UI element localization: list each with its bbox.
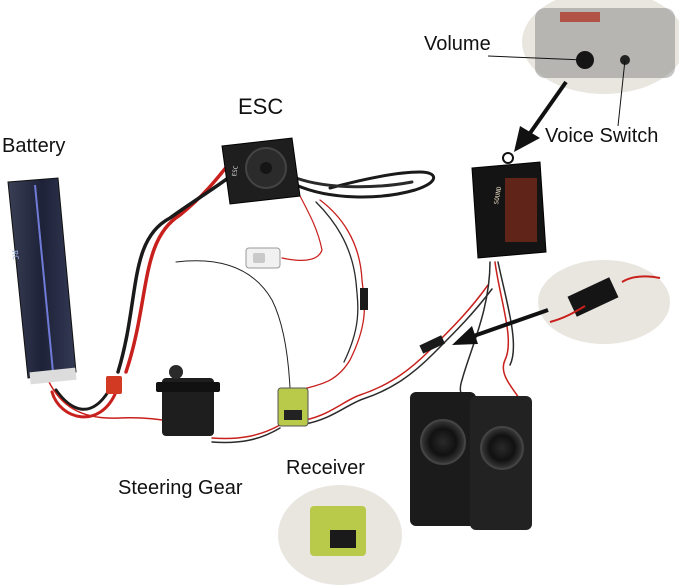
label-volume: Volume (424, 33, 491, 55)
speaker-right-cone (480, 426, 524, 470)
esc-fan-hub (260, 162, 272, 174)
battery-end-cap (29, 367, 77, 385)
connector-callout (538, 260, 670, 344)
receiver (277, 387, 309, 427)
label-receiver: Receiver (286, 457, 365, 479)
xt-connector (106, 376, 122, 394)
volume-leader-line (487, 55, 585, 61)
connector-arrow-shaft (467, 308, 549, 340)
servo-body (162, 378, 214, 436)
sound-speaker-wire-c (497, 261, 515, 366)
battery (7, 177, 77, 385)
volume-callout (522, 0, 679, 94)
speaker-left-cone (420, 419, 466, 465)
receiver-pins (284, 410, 302, 420)
battery-brand-marking: RC (10, 249, 21, 261)
receiver-callout (278, 485, 402, 585)
receiver-sound-wire-b (304, 288, 493, 425)
label-battery: Battery (2, 135, 66, 157)
receiver-callout-pins (330, 530, 356, 548)
volume-knob (576, 51, 594, 69)
battery-main-lead-red (50, 390, 118, 419)
speakers (410, 392, 532, 530)
esc-motor-wires (294, 170, 436, 199)
steering-gear (156, 365, 220, 436)
receiver-body (277, 387, 309, 427)
sound-module-art (505, 178, 537, 242)
esc-inline-connector (360, 288, 368, 310)
esc-switch-button (253, 253, 265, 263)
wires (47, 158, 521, 444)
label-voice-switch: Voice Switch (545, 125, 659, 147)
battery-main-lead (54, 388, 110, 411)
sound-module (471, 152, 547, 259)
inline-connectors (106, 247, 445, 394)
esc-switch-wire (281, 195, 323, 261)
callout-to-module-arrow-shaft (526, 80, 568, 138)
pointers (452, 55, 626, 345)
sound-speaker-wire (494, 261, 521, 401)
volume-callout-panel (535, 8, 675, 78)
volume-callout-red-accent (560, 12, 600, 22)
receiver-servo-wire-b (211, 427, 281, 444)
connector-callout-wire (549, 275, 661, 323)
servo-output-spline (169, 365, 183, 379)
label-esc: ESC (238, 94, 284, 119)
volume-callout-bubble (522, 0, 679, 94)
esc (221, 137, 301, 205)
sound-module-tab-top (502, 152, 514, 164)
receiver-servo-wire (211, 424, 281, 440)
sound-inline-connector (419, 335, 445, 354)
connector-callout-plug (567, 277, 619, 317)
esc-motor-wires-2 (294, 176, 414, 189)
receiver-antenna (175, 260, 291, 389)
battery-body (7, 177, 77, 379)
receiver-sound-wire (304, 284, 489, 421)
battery-esc-red-wire (124, 158, 234, 374)
battery-esc-black-wire (116, 170, 238, 374)
callout-to-module-arrowhead (514, 126, 540, 152)
esc-signal-wire (299, 199, 366, 391)
connector-arrowhead (452, 326, 478, 345)
voice-switch-leader-line (617, 59, 626, 127)
battery-stripe (34, 184, 54, 373)
label-steering-gear: Steering Gear (118, 477, 243, 499)
servo-mount-top (156, 382, 220, 392)
esc-signal-wire-b (315, 201, 359, 363)
